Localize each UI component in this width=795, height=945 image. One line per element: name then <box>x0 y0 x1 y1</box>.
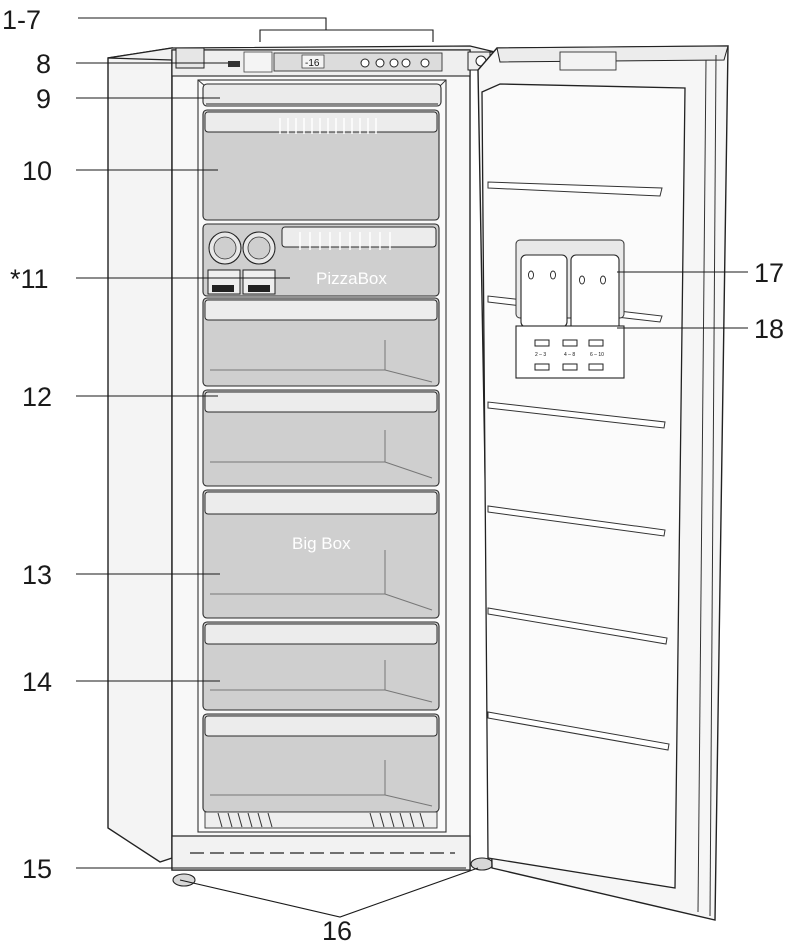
callout-18: 18 <box>754 314 784 344</box>
legend-range-2: 4 – 8 <box>564 352 575 358</box>
big-box-label: Big Box <box>292 534 351 553</box>
callout-10: 10 <box>22 156 52 186</box>
control-button-2[interactable] <box>375 58 385 68</box>
leader-lines <box>76 17 748 918</box>
big-box-drawer[interactable]: Big Box <box>202 489 440 619</box>
callout-11: *11 <box>10 264 49 294</box>
foot-left <box>172 873 196 887</box>
drawer-10[interactable] <box>202 109 440 221</box>
drawer-bottom[interactable] <box>202 713 440 813</box>
pizza-box-label: PizzaBox <box>316 269 387 288</box>
temperature-readout: -16 <box>305 58 320 69</box>
callout-16: 16 <box>322 916 352 945</box>
ice-tray-2[interactable] <box>570 254 620 332</box>
callout-13: 13 <box>22 560 52 590</box>
ice-tray-1[interactable] <box>520 254 568 328</box>
ice-tray-holder[interactable] <box>515 239 625 332</box>
freezer-door[interactable]: 2 – 3 4 – 8 6 – 10 <box>477 45 729 921</box>
control-button-5[interactable] <box>420 58 430 68</box>
control-button-1[interactable] <box>360 58 370 68</box>
callout-8: 8 <box>36 49 51 79</box>
legend-range-3: 6 – 10 <box>590 352 604 358</box>
drawer-a[interactable] <box>202 297 440 387</box>
callout-labels: 1-7 8 9 10 *11 12 13 14 15 16 17 18 <box>2 5 784 945</box>
temperature-display <box>301 54 325 69</box>
lock-switch[interactable] <box>228 61 240 67</box>
callout-14: 14 <box>22 667 52 697</box>
door-inner-panel <box>481 83 686 889</box>
top-compartment-flap[interactable] <box>202 83 442 107</box>
ice-cube-legend-plate: 2 – 3 4 – 8 6 – 10 <box>515 325 625 379</box>
bottom-grid <box>204 811 438 829</box>
callout-12: 12 <box>22 382 52 412</box>
callout-15: 15 <box>22 854 52 884</box>
drawer-14[interactable] <box>202 621 440 711</box>
pizza-box-drawer[interactable]: PizzaBox <box>202 223 440 297</box>
callout-9: 9 <box>36 84 51 114</box>
drawer-12[interactable] <box>202 389 440 487</box>
control-button-3[interactable] <box>389 58 399 68</box>
callout-17: 17 <box>754 258 784 288</box>
foot-right <box>470 857 494 871</box>
callout-1-7: 1-7 <box>2 5 41 35</box>
control-button-4[interactable] <box>401 58 411 68</box>
legend-range-1: 2 – 3 <box>535 352 546 358</box>
drawer-stack: PizzaBox Big Box <box>202 83 442 829</box>
